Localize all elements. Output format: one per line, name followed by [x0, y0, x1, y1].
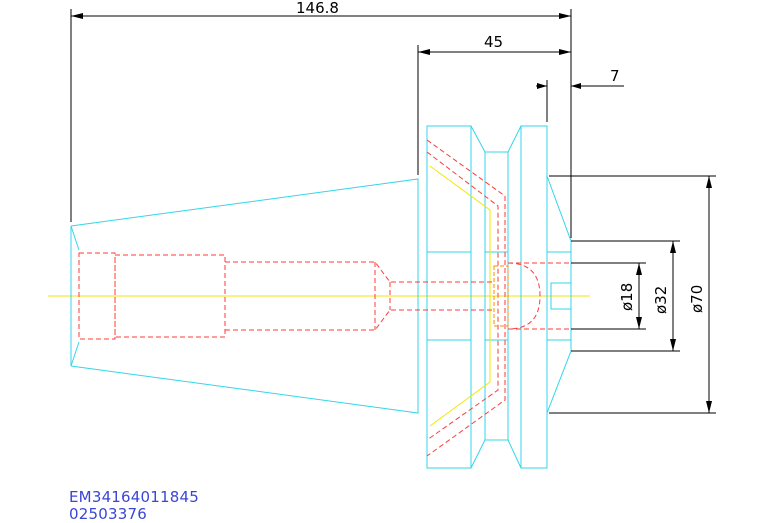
hidden-bore-lines [78, 139, 571, 457]
dim-dia-mid: ø32 [652, 286, 670, 314]
dim-flange-length: 45 [484, 33, 503, 51]
dimension-lines [70, 9, 716, 414]
dim-dia-large: ø70 [688, 285, 706, 313]
flange-outline [426, 125, 572, 469]
dim-step-length: 7 [610, 67, 620, 85]
cross-bore [493, 265, 509, 327]
flange-inner-lines [429, 165, 491, 427]
dim-dia-small: ø18 [618, 283, 636, 311]
dim-overall-length: 146.8 [296, 0, 339, 17]
serial-number-label: 02503376 [69, 505, 147, 523]
part-number-label: EM34164011845 [69, 488, 199, 506]
taper-shank-outline [70, 178, 419, 414]
